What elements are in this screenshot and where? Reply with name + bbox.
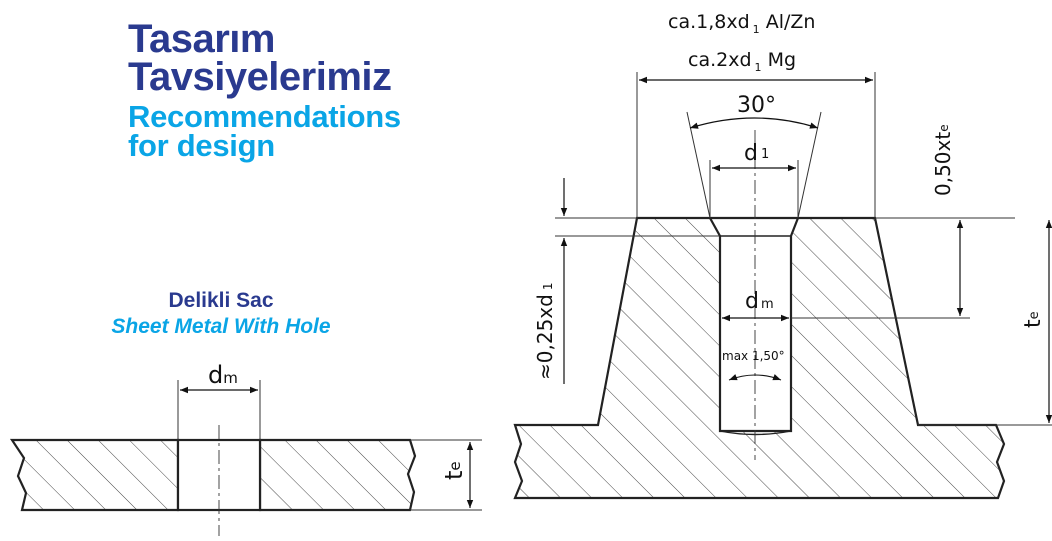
boss-angle-label: 30° [737, 93, 776, 118]
sheet-left-part [9, 438, 180, 512]
sheet-dm-label: dm [208, 361, 238, 389]
sheet-metal-label-tr: Delikli Sac [168, 289, 274, 312]
sheet-metal-label-en: Sheet Metal With Hole [111, 315, 331, 338]
boss-draft-arc [728, 374, 782, 381]
boss-chamfer-label: ≈0,25xd1 [533, 283, 557, 380]
title-tr-line1: Tasarım [128, 17, 275, 61]
sheet-te-label: te [440, 461, 468, 480]
boss-angle-arc [689, 117, 819, 129]
sheet-right-part [258, 438, 417, 512]
title-block: Tasarım Tavsiyelerimiz Recommendations f… [128, 17, 401, 163]
title-en-line1: Recommendations [128, 99, 401, 134]
boss-half-te-label: 0,50xte [931, 124, 955, 196]
title-tr-line2: Tavsiyelerimiz [128, 55, 392, 99]
sheet-metal-drawing: dm te [9, 361, 482, 536]
sheet-metal-caption: Delikli Sac Sheet Metal With Hole [86, 288, 356, 340]
boss-draft-label: max 1,50° [722, 349, 785, 363]
title-en-line2: for design [128, 128, 275, 163]
boss-te-label: te [1021, 311, 1046, 328]
